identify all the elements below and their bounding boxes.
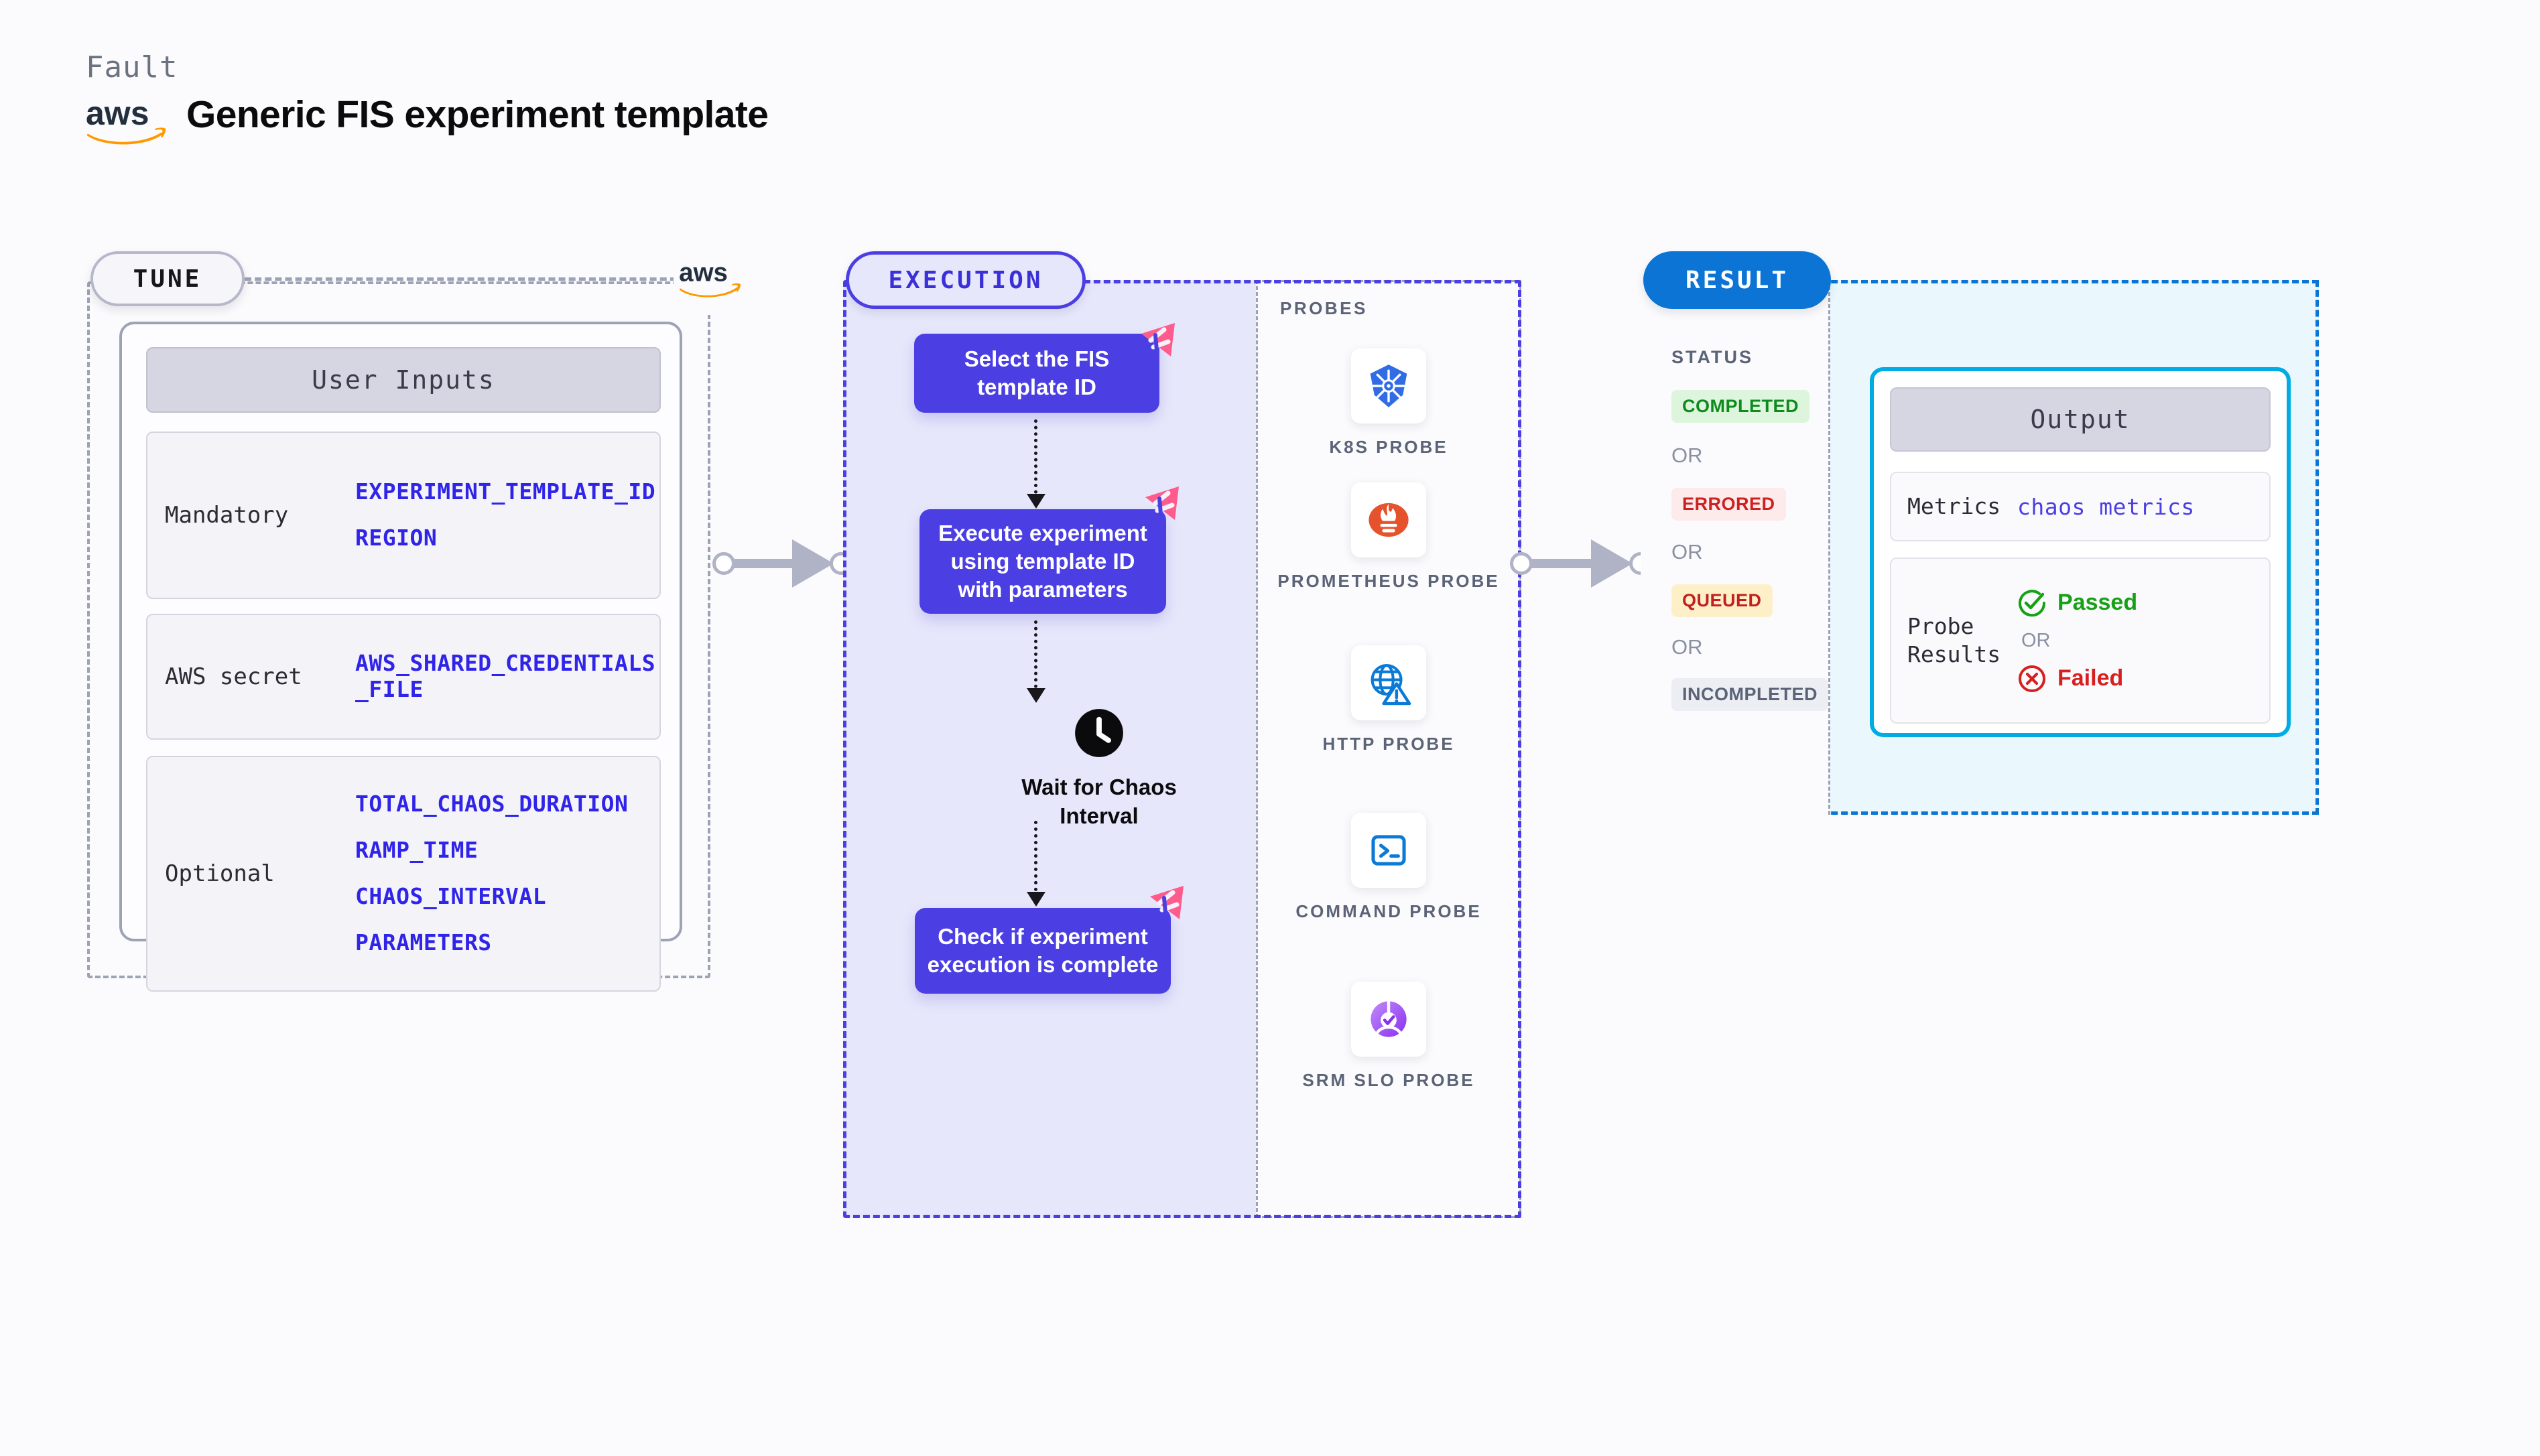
- verdict-or: OR: [2021, 629, 2051, 651]
- probe-tile: [1351, 645, 1426, 720]
- param-region: REGION: [355, 525, 438, 551]
- arrow-wait-to-step3: [1027, 821, 1045, 907]
- param-total-chaos-duration: TOTAL_CHAOS_DURATION: [355, 791, 629, 817]
- probe-tile: [1351, 482, 1426, 557]
- arrow-step1-to-step2: [1027, 419, 1045, 509]
- harness-logo-icon: [1137, 320, 1179, 359]
- row-values: EXPERIMENT_TEMPLATE_ID REGION: [355, 478, 656, 551]
- user-inputs-title: User Inputs: [146, 347, 661, 413]
- metrics-value: chaos metrics: [2017, 493, 2195, 520]
- probe-tile: [1351, 982, 1426, 1057]
- probe-tile: [1351, 813, 1426, 888]
- user-inputs-card: User Inputs Mandatory EXPERIMENT_TEMPLAT…: [119, 322, 682, 992]
- x-circle-icon: [2019, 665, 2045, 692]
- probe-prometheus[interactable]: PROMETHEUS PROBE: [1256, 482, 1521, 593]
- execution-badge[interactable]: EXECUTION: [846, 251, 1086, 309]
- status-title: STATUS: [1671, 347, 1753, 367]
- terminal-icon: [1371, 835, 1406, 866]
- result-badge[interactable]: RESULT: [1643, 251, 1831, 309]
- probe-command[interactable]: COMMAND PROBE: [1256, 813, 1521, 923]
- probes-title: PROBES: [1280, 298, 1368, 318]
- arrow-step2-to-wait: [1027, 620, 1045, 703]
- probe-http[interactable]: HTTP PROBE: [1256, 645, 1521, 756]
- page-title: Generic FIS experiment template: [186, 93, 769, 136]
- probe-label: PROMETHEUS PROBE: [1277, 571, 1500, 591]
- status-badge-queued: QUEUED: [1671, 584, 1773, 617]
- param-parameters: PARAMETERS: [355, 929, 492, 955]
- tune-badge[interactable]: TUNE: [90, 251, 245, 306]
- status-or: OR: [1671, 635, 1703, 659]
- verdict-label: Failed: [2057, 665, 2124, 691]
- srm-slo-icon: [1371, 1001, 1407, 1037]
- status-badge-errored: ERRORED: [1671, 488, 1786, 521]
- svg-text:aws: aws: [679, 259, 728, 287]
- output-title: Output: [1890, 387, 2271, 452]
- tune-row-aws-secret: AWS secret AWS_SHARED_CREDENTIALS _FILE: [146, 614, 661, 740]
- clock-icon: [1075, 709, 1123, 757]
- probe-label: COMMAND PROBE: [1295, 901, 1482, 921]
- svg-text:aws: aws: [86, 94, 149, 132]
- connector-tune-to-execution: [712, 533, 852, 593]
- check-circle-icon: [2019, 589, 2046, 616]
- execution-region: [843, 280, 1521, 1218]
- probe-label: SRM SLO PROBE: [1302, 1070, 1475, 1090]
- page-eyebrow: Fault: [86, 50, 178, 84]
- output-row-probe-results: Probe Results Passed OR Failed: [1890, 557, 2271, 724]
- execution-wait-node: Wait for Chaos Interval: [1019, 707, 1180, 831]
- status-or: OR: [1671, 444, 1703, 467]
- verdict-label: Passed: [2057, 590, 2138, 615]
- status-column: [1641, 280, 1830, 815]
- tune-row-optional: Optional TOTAL_CHAOS_DURATION RAMP_TIME …: [146, 756, 661, 992]
- output-row-metrics: Metrics chaos metrics: [1890, 472, 2271, 541]
- param-aws-shared-credentials-file: AWS_SHARED_CREDENTIALS _FILE: [355, 650, 656, 702]
- connector-execution-to-result: [1509, 533, 1653, 593]
- row-label: AWS secret: [165, 663, 302, 690]
- metrics-label: Metrics: [1907, 492, 2001, 519]
- tune-dash-connector: [245, 277, 687, 281]
- probes-region: [1256, 280, 1521, 1218]
- probe-srm-slo[interactable]: SRM SLO PROBE: [1256, 982, 1521, 1092]
- status-or: OR: [1671, 540, 1703, 564]
- http-globe-warning-icon: [1371, 664, 1411, 706]
- param-chaos-interval: CHAOS_INTERVAL: [355, 883, 547, 909]
- param-ramp-time: RAMP_TIME: [355, 837, 479, 864]
- execution-step-execute-experiment[interactable]: Execute experiment using template ID wit…: [919, 509, 1166, 614]
- aws-logo-icon: aws: [86, 94, 166, 146]
- param-experiment-template-id: EXPERIMENT_TEMPLATE_ID: [355, 478, 656, 505]
- kubernetes-icon: [1370, 365, 1407, 407]
- harness-logo-icon: [1141, 484, 1183, 523]
- status-badge-completed: COMPLETED: [1671, 390, 1810, 423]
- harness-logo-icon: [1146, 883, 1188, 922]
- row-values: TOTAL_CHAOS_DURATION RAMP_TIME CHAOS_INT…: [355, 791, 628, 956]
- tune-aws-logo-icon: aws: [674, 243, 746, 315]
- row-label: Optional: [165, 860, 275, 887]
- verdict-failed: Failed: [2017, 664, 2137, 693]
- wait-label: Wait for Chaos Interval: [1021, 775, 1177, 828]
- probe-verdicts: Passed OR Failed: [2017, 588, 2137, 693]
- probe-results-label: Probe Results: [1907, 612, 2001, 667]
- status-badge-incompleted: INCOMPLETED: [1671, 678, 1829, 711]
- verdict-passed: Passed: [2017, 588, 2137, 618]
- output-card: Output Metrics chaos metrics Probe Resul…: [1870, 367, 2291, 737]
- execution-fill: [843, 280, 1256, 1218]
- execution-step-select-template[interactable]: Select the FIS template ID: [914, 334, 1159, 413]
- execution-step-check-complete[interactable]: Check if experiment execution is complet…: [915, 908, 1171, 994]
- tune-row-mandatory: Mandatory EXPERIMENT_TEMPLATE_ID REGION: [146, 432, 661, 599]
- row-label: Mandatory: [165, 502, 289, 529]
- probe-label: HTTP PROBE: [1322, 734, 1455, 754]
- probe-tile: [1351, 348, 1426, 423]
- probe-label: K8S PROBE: [1329, 437, 1448, 457]
- prometheus-icon: [1369, 503, 1409, 537]
- probe-k8s[interactable]: K8S PROBE: [1256, 348, 1521, 459]
- row-values: AWS_SHARED_CREDENTIALS _FILE: [355, 650, 656, 703]
